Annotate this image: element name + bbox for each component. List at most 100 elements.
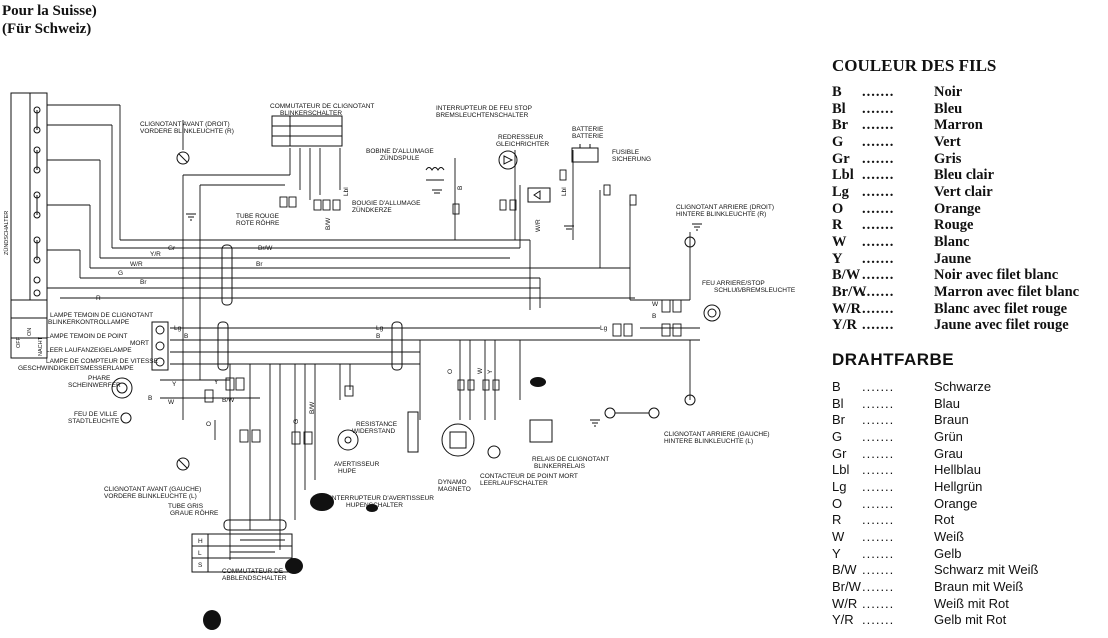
city-lamp-label-de: STADTLEUCHTE [68, 418, 120, 425]
legend-row: Br/W.......Marron avec filet blanc [832, 284, 1102, 301]
legend-dots: ....... [862, 495, 895, 511]
wire-tag: W [477, 367, 484, 374]
legend-dots: ....... [862, 317, 895, 334]
legend-code: Lg [832, 478, 847, 494]
legend-code: Br/W [832, 579, 861, 595]
fuse-label: FUSIBLE [612, 149, 640, 156]
resistor-label: RESISTANCE [356, 421, 398, 428]
indicator-lamp-label-de: BLINKERKONTROLLAMPE [48, 319, 130, 326]
wire-tag: Lbl [343, 187, 350, 196]
rear-right-winker-lamp [684, 236, 696, 248]
legend-color-name: Blau [934, 395, 961, 411]
legend-code: Bl [832, 395, 844, 411]
wire-tag: Y [172, 381, 177, 388]
city-lamp-symbol [120, 412, 132, 424]
wire-tag: O [447, 369, 454, 374]
legend-color-name: Vert [934, 133, 961, 150]
horn-symbol [337, 429, 359, 451]
legend-dots: ....... [862, 117, 895, 134]
wire-tag: Y/R [150, 251, 161, 258]
ignition-coil-label-de: ZÜNDSPULE [380, 154, 420, 162]
legend-code: Y [832, 545, 841, 561]
battery-label: BATTERIE [572, 126, 604, 133]
ink-blots [203, 377, 546, 630]
legend-code: O [832, 200, 844, 217]
dynamo-label-de: MAGNETO [438, 486, 471, 493]
legend-dots: ....... [862, 579, 895, 595]
switch-state-off: OFF [16, 336, 22, 348]
legend-color-name: Grau [934, 445, 963, 461]
indicator-lamps-block [151, 321, 169, 371]
headlamp-symbol [111, 377, 133, 399]
winker-relay-label-de: BLINKERRELAIS [534, 463, 586, 470]
legend-code: W/R [832, 300, 861, 317]
legend-color-name: Orange [934, 200, 981, 217]
legend-row: Lbl.......Bleu clair [832, 167, 1102, 184]
legend-code: R [832, 512, 842, 528]
legend-code: W/R [832, 595, 858, 611]
battery-label-de: BATTERIE [572, 133, 604, 140]
rear-left-winker-lamp [604, 394, 696, 419]
wire-tag: G [293, 419, 300, 424]
resistor-label-de: WIDERSTAND [352, 428, 396, 435]
legend-code: B/W [832, 562, 857, 578]
legend-row: Bl.......Blau [832, 395, 1102, 412]
dimmer-state-h: H [198, 538, 203, 545]
legend-color-name: Schwarz mit Weiß [934, 562, 1039, 578]
legend-color-name: Rouge [934, 217, 974, 234]
legend-code: Br [832, 412, 845, 428]
legend-code: Br [832, 117, 849, 134]
wire-tag: Br [256, 261, 263, 268]
legend-row: Br.......Marron [832, 117, 1102, 134]
spark-plug-label: BOUGIE D'ALLUMAGE [352, 200, 421, 207]
wire-tag: W/R [130, 261, 143, 268]
battery-symbol [571, 144, 599, 163]
legend-color-name: Marron avec filet blanc [934, 284, 1080, 301]
stop-switch-label-de: BREMSLEUCHTENSCHALTER [436, 112, 529, 119]
legend-row: Lg.......Vert clair [832, 184, 1102, 201]
legend-color-name: Noir [934, 83, 963, 100]
dimmer-switch-label-de: ABBLENDSCHALTER [222, 575, 287, 582]
legend-row: G.......Vert [832, 134, 1102, 151]
legend-code: G [832, 133, 844, 150]
neutral-lamp-label: LAMPE TEMOIN DE POINT [46, 333, 128, 340]
tail-lamp-label: FEU ARRIERE/STOP [702, 280, 765, 287]
legend-color-name: Weiß mit Rot [934, 595, 1009, 611]
wire-tag: O [206, 421, 211, 428]
rear-right-winker-label: CLIGNOTANT ARRIERE (DROIT) [676, 204, 774, 211]
neutral-switch-symbol [487, 445, 501, 459]
legend-row: B/W.......Noir avec filet blanc [832, 267, 1102, 285]
dimmer-state-l: L [198, 550, 202, 557]
winker-switch-label: COMMUTATEUR DE CLIGNOTANT [270, 103, 374, 110]
legend-dots: ....... [862, 478, 895, 494]
wire-tag: B/W [222, 397, 235, 404]
rear-left-winker-label: CLIGNOTANT ARRIERE (GAUCHE) [664, 431, 770, 438]
legend-row: Br.......Braun [832, 411, 1102, 428]
neutral-switch-label: CONTACTEUR DE POINT MORT [480, 473, 578, 480]
legend-code: W [832, 234, 847, 251]
switch-state-night: NACHT [38, 336, 44, 356]
ignition-switch-contacts [33, 106, 41, 297]
switch-state-on: ON [27, 328, 33, 336]
header-line-2: (Für Schweiz) [2, 21, 92, 37]
front-left-winker-lamp [176, 457, 190, 471]
header-line-1: Pour la Suisse) [2, 3, 97, 19]
wire-tag: R [96, 295, 101, 302]
legend-row: Y/R.......Jaune avec filet rouge [832, 317, 1102, 335]
legend-code: Br/W [832, 284, 867, 301]
wire-tag: Br [140, 279, 147, 286]
diode-block [527, 187, 551, 203]
legend-dots: ....... [862, 200, 895, 217]
indicator-lamp-label: LAMPE TEMOIN DE CLIGNOTANT [50, 312, 153, 319]
rectifier-symbol [498, 150, 518, 170]
wire-tag: B [457, 186, 464, 190]
legend-dots: ....... [862, 300, 895, 317]
legend-row: Y.......Gelb [832, 545, 1102, 562]
legend-color-name: Vert clair [934, 183, 993, 200]
meter-lamp-label: LAMPE DE COMPTEUR DE VITESSE [46, 358, 159, 365]
dimmer-switch-label: COMMUTATEUR DE [222, 568, 284, 575]
dynamo-symbol [441, 423, 475, 457]
legend-dots: ....... [862, 267, 895, 284]
